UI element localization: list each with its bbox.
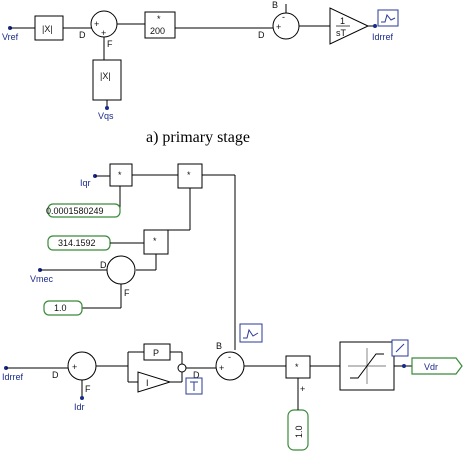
abs-block-vqs-label: |X| <box>100 71 111 81</box>
vqs-label: Vqs <box>98 111 114 121</box>
mult2-sign: * <box>187 170 191 180</box>
sum5-minus-top: - <box>228 352 231 362</box>
sum5-plus-left: + <box>219 363 224 373</box>
primary-stage-caption: a) primary stage <box>146 129 250 146</box>
sum6-plus: + <box>300 384 305 394</box>
sum2-minus-top: - <box>282 12 285 22</box>
mult1-sign: * <box>118 170 122 180</box>
integrator-den: sT <box>336 28 347 38</box>
port-d1: D <box>79 30 86 40</box>
const-one-vertical-value: 1.0 <box>294 425 304 438</box>
const-small-value: 0.0001580249 <box>46 206 104 216</box>
port-f4: F <box>85 384 91 394</box>
multiplier-3[interactable] <box>143 229 169 255</box>
sum4-plus-left: + <box>72 362 77 372</box>
integral-block[interactable] <box>137 371 172 393</box>
vmec-label: Vmec <box>30 274 54 284</box>
port-d2: D <box>258 30 265 40</box>
idr-label: Idr <box>74 402 85 412</box>
p-label: P <box>153 348 159 358</box>
gain-mult: * <box>157 14 161 24</box>
const-one-value: 1.0 <box>54 303 67 313</box>
integrator-num: 1 <box>340 16 345 26</box>
sum1-plus-bottom: + <box>101 28 106 38</box>
iqr-label: Iqr <box>80 178 91 188</box>
sum1-plus-left: + <box>94 19 99 29</box>
port-f1: F <box>107 39 113 49</box>
port-b5: B <box>216 341 222 351</box>
mult4-sign: * <box>295 362 299 372</box>
vdr-output-label: Vdr <box>424 362 438 372</box>
idrref-input-label: Idrref <box>2 372 24 382</box>
vref-label: Vref <box>2 32 19 42</box>
mult3-sign: * <box>153 236 157 246</box>
port-f3: F <box>124 288 130 298</box>
gain-value: 200 <box>150 26 165 36</box>
primary-stage-diagram: Vref |X| D + + F |X| Vqs * 200 D - + B <box>2 0 399 121</box>
idrref-output-label: Idrref <box>372 32 394 42</box>
abs-block-label: |X| <box>42 24 53 34</box>
sum-junction-3[interactable] <box>106 255 136 285</box>
gain-block[interactable] <box>144 11 176 39</box>
port-d4: D <box>52 370 59 380</box>
port-d3: D <box>100 260 107 270</box>
secondary-stage-diagram: Iqr * 0.0001580249 * 314.1592 * Vmec D <box>2 163 463 451</box>
const-small-box[interactable] <box>47 203 121 218</box>
port-d5: D <box>193 370 200 380</box>
i-label: I <box>146 378 149 388</box>
const-one-box[interactable] <box>43 300 83 316</box>
sum2-plus-left: + <box>276 22 281 32</box>
vdr-output-tag[interactable] <box>411 357 463 375</box>
const-pi-value: 314.1592 <box>58 238 96 248</box>
pi-sum-node <box>177 363 187 373</box>
port-b1: B <box>272 0 278 10</box>
abs-block-vqs[interactable] <box>92 59 122 101</box>
